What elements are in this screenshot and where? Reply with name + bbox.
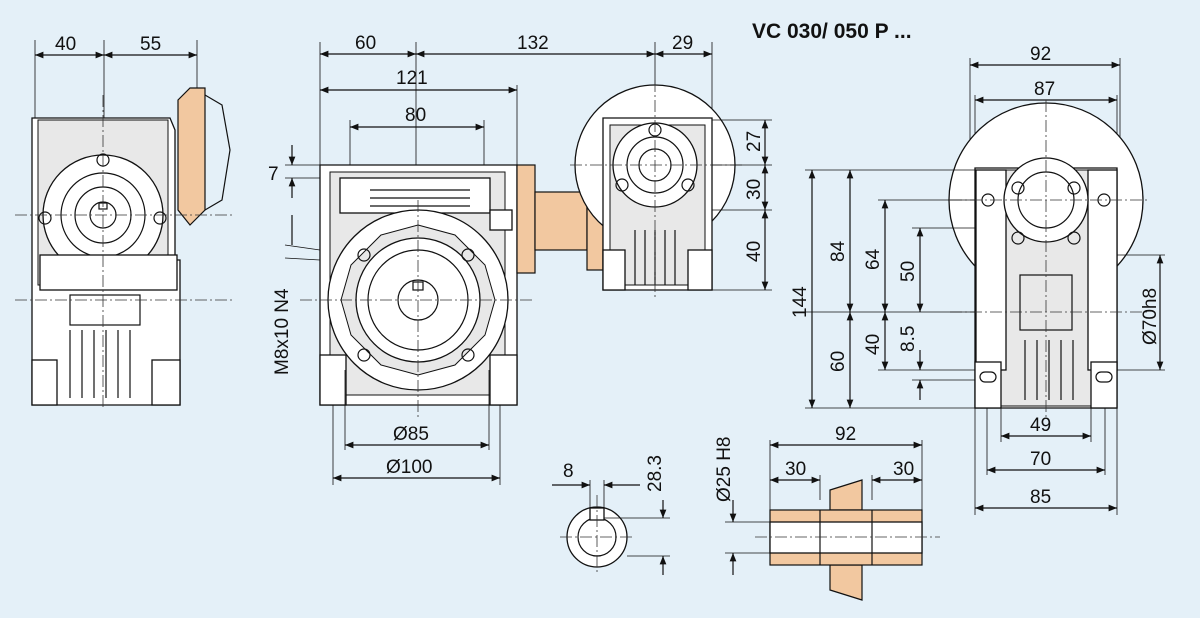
dim-front-27: 27 [744,131,765,152]
dim-front-132: 132 [517,33,549,54]
dim-right-d70h8: Ø70h8 [1140,288,1161,345]
dim-right-8-5: 8.5 [898,326,919,352]
dim-front-29: 29 [672,33,693,54]
dim-right-87: 87 [1034,79,1055,100]
dim-front-7: 7 [268,164,279,185]
dim-right-64: 64 [863,248,884,270]
drawing-title: VC 030/ 050 P ... [752,20,912,43]
dim-left-55: 55 [140,34,161,55]
dim-front-d100: Ø100 [386,457,432,478]
right-end-view: 92 87 [790,44,1165,515]
dim-front-60: 60 [355,33,376,54]
dim-key-8: 8 [563,461,574,482]
dim-shaft-d25h8: Ø25 H8 [714,437,735,502]
left-side-view: 40 55 [15,34,235,410]
dim-front-40: 40 [744,241,765,262]
dim-right-85: 85 [1030,487,1051,508]
dim-right-92: 92 [1030,44,1051,65]
dim-right-50: 50 [898,261,919,282]
dim-right-144: 144 [790,286,811,318]
dim-right-70: 70 [1030,449,1051,470]
shaft-key-detail: 8 28.3 [552,455,670,575]
dim-front-d85: Ø85 [393,424,429,445]
dim-right-60: 60 [828,351,849,372]
dim-front-80: 80 [405,105,426,126]
hollow-shaft-section: 92 30 30 Ø25 H8 [714,424,940,601]
dim-shaft-30-left: 30 [785,459,806,480]
dim-right-40: 40 [863,334,884,355]
dim-thread-m8x10: M8x10 N4 [272,288,293,375]
dim-right-49: 49 [1030,415,1051,436]
dim-shaft-92: 92 [835,424,856,445]
dim-key-28-3: 28.3 [645,455,666,492]
front-view: 60 132 29 121 80 7 M8x10 N4 [268,33,772,485]
dim-shaft-30-right: 30 [893,459,914,480]
dim-right-84: 84 [828,240,849,262]
dim-left-40: 40 [55,34,76,55]
dim-front-30: 30 [744,179,765,200]
dim-front-121: 121 [396,68,428,89]
